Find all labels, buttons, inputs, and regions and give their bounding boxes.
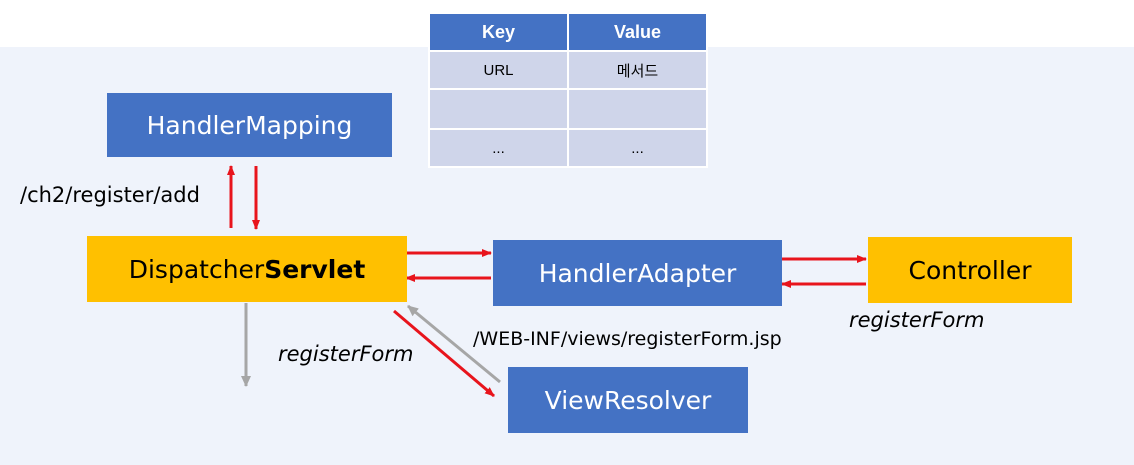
- view-resolver-box: ViewResolver: [508, 367, 748, 433]
- request-url-label: /ch2/register/add: [20, 183, 200, 207]
- handler-mapping-box: HandlerMapping: [107, 93, 392, 157]
- handler-adapter-box: HandlerAdapter: [493, 240, 782, 306]
- table-header-key: Key: [428, 12, 569, 52]
- table-row: [428, 88, 708, 130]
- view-path-label: /WEB-INF/views/registerForm.jsp: [473, 328, 782, 350]
- table-cell: URL: [428, 50, 569, 90]
- table-header-value: Value: [567, 12, 708, 52]
- table-cell: ...: [567, 128, 708, 168]
- dispatcher-servlet-box: DispatcherServlet: [87, 236, 407, 302]
- arrow-dispatcher-to-viewresolver: [393, 309, 495, 398]
- controller-return-label: registerForm: [849, 308, 985, 332]
- controller-box: Controller: [868, 237, 1072, 303]
- dispatcher-view-name-label: registerForm: [278, 342, 414, 366]
- table-row: URL 메서드: [428, 50, 708, 90]
- table-cell: 메서드: [567, 50, 708, 90]
- table-header-row: Key Value: [428, 12, 708, 52]
- key-value-table: Key Value URL 메서드 ... ...: [428, 12, 708, 168]
- dispatcher-label-bold: Servlet: [264, 254, 366, 284]
- arrow-viewresolver-to-dispatcher: [407, 304, 501, 384]
- handler-mapping-label: HandlerMapping: [146, 110, 353, 140]
- table-row: ... ...: [428, 128, 708, 168]
- handler-adapter-label: HandlerAdapter: [538, 258, 737, 288]
- controller-label: Controller: [908, 255, 1032, 285]
- dispatcher-label-prefix: Dispatcher: [128, 254, 265, 284]
- table-cell: [567, 88, 708, 130]
- dispatcher-servlet-label: DispatcherServlet: [129, 255, 366, 284]
- table-cell: [428, 88, 569, 130]
- table-cell: ...: [428, 128, 569, 168]
- view-resolver-label: ViewResolver: [544, 385, 712, 415]
